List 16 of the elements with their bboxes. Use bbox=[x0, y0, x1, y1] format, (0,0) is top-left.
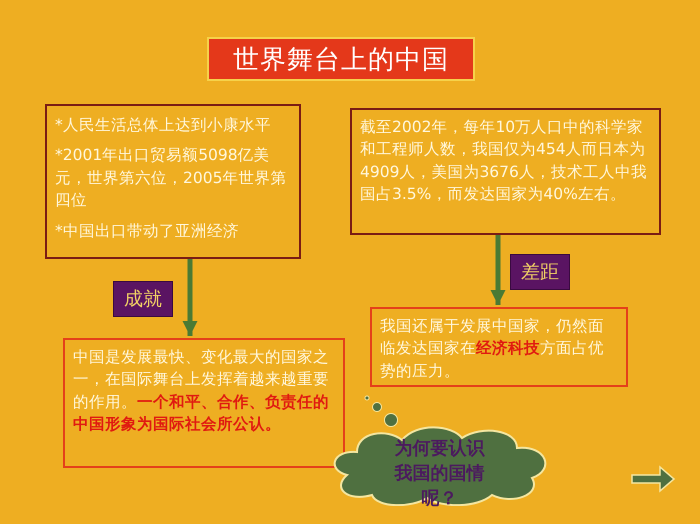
text-panel bbox=[45, 104, 301, 259]
text-panel bbox=[63, 338, 345, 468]
body-text: 我国还属于发展中国家，仍然面临发达国家在经济科技方面占优势的压力。 bbox=[380, 316, 605, 382]
body-text: 截至2002年，每年10万人口中的科学家和工程师人数，我国仅为454人而日本为4909人，美国为3676人，技术工人中我国占3.5%，而发达国家为40%左右。 bbox=[360, 117, 648, 206]
body-text: *2001年出口贸易额5098亿美元，世界第六位，2005年世界第四位 bbox=[55, 145, 288, 212]
arrow bbox=[182, 259, 198, 336]
title-banner bbox=[207, 37, 475, 81]
body-text: *中国出口带动了亚洲经济 bbox=[55, 220, 240, 242]
text-panel bbox=[370, 307, 628, 387]
edge-label: 成就 bbox=[113, 281, 173, 317]
slide-title: 世界舞台上的中国 bbox=[233, 44, 449, 76]
arrow bbox=[490, 235, 506, 305]
body-text: *人民生活总体上达到小康水平 bbox=[55, 115, 272, 136]
body-text: 中国是发展最快、变化最大的国家之一，在国际舞台上发挥着越来越重要的作用。一个和平、合作、负责任的中国形象为国际社会所公认。 bbox=[73, 347, 330, 436]
text-panel bbox=[350, 108, 661, 235]
edge-label: 差距 bbox=[510, 254, 570, 290]
